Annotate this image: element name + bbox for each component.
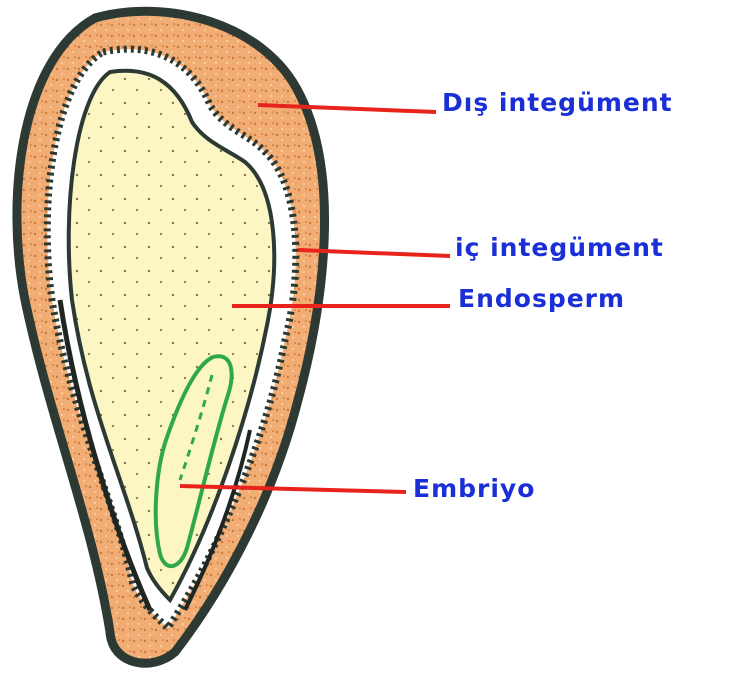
label-dis-integument: Dış integüment: [442, 88, 673, 117]
label-endosperm: Endosperm: [458, 284, 625, 313]
label-embriyo: Embriyo: [413, 474, 535, 503]
label-ic-integument: iç integüment: [455, 233, 664, 262]
